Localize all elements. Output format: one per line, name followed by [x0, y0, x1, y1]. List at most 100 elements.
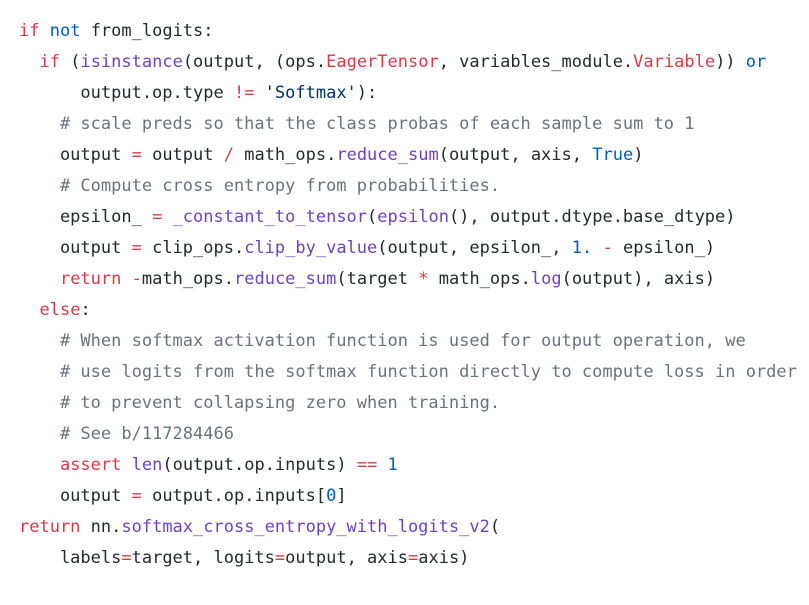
- code-token: reduce_sum: [336, 145, 439, 165]
- code-line: # When softmax activation function is us…: [19, 326, 797, 357]
- code-token: ):: [356, 83, 378, 103]
- code-token: , variables_module.: [438, 52, 634, 72]
- code-token: output: [141, 145, 224, 165]
- code-token: epsilon_): [612, 238, 716, 258]
- code-token: math_ops.: [233, 145, 337, 165]
- code-token: -: [602, 238, 613, 258]
- code-line: # See b/117284466: [19, 419, 797, 450]
- code-token: [19, 300, 39, 320]
- code-token: (output.op.inputs): [162, 455, 357, 475]
- code-token: [121, 269, 131, 289]
- code-line: output = output / math_ops.reduce_sum(ou…: [19, 140, 797, 171]
- code-token: True: [592, 145, 634, 165]
- code-token: ]: [336, 486, 347, 506]
- code-token: labels: [19, 548, 122, 568]
- code-token: from_logits:: [80, 21, 214, 41]
- code-token: # to prevent collapsing zero when traini…: [59, 393, 501, 413]
- code-token: (output, (ops.: [182, 52, 327, 72]
- code-token: output: [19, 238, 132, 258]
- code-token: ==: [356, 455, 378, 475]
- code-line: output = clip_ops.clip_by_value(output, …: [19, 233, 797, 264]
- code-token: /: [223, 145, 234, 165]
- code-token: # See b/117284466: [59, 424, 234, 444]
- code-token: softmax_cross_entropy_with_logits_v2: [121, 517, 490, 537]
- code-token: clip_ops.: [141, 238, 245, 258]
- code-token: (output, axis,: [438, 145, 593, 165]
- code-line: assert len(output.op.inputs) == 1: [19, 450, 797, 481]
- code-token: -: [131, 269, 142, 289]
- code-token: math_ops.: [428, 269, 531, 289]
- code-token: [19, 52, 39, 72]
- code-token: ): [633, 145, 644, 165]
- code-token: (target: [336, 269, 419, 289]
- code-line: output = output.op.inputs[0]: [19, 481, 797, 512]
- code-token: assert: [59, 455, 122, 475]
- code-token: nn.: [80, 517, 122, 537]
- code-token: target, logits: [131, 548, 275, 568]
- code-token: =: [131, 486, 142, 506]
- code-token: 1: [387, 455, 398, 475]
- code-token: _constant_to_tensor: [172, 207, 368, 227]
- code-line: return -math_ops.reduce_sum(target * mat…: [19, 264, 797, 295]
- code-line: if not from_logits:: [19, 16, 797, 47]
- code-token: axis): [418, 548, 470, 568]
- code-token: epsilon_: [19, 207, 153, 227]
- code-token: output.op.inputs[: [141, 486, 327, 506]
- code-token: clip_by_value: [244, 238, 378, 258]
- code-token: not: [49, 21, 81, 41]
- code-token: # Compute cross entropy from probabiliti…: [59, 176, 501, 196]
- code-line: else:: [19, 295, 797, 326]
- code-line: # to prevent collapsing zero when traini…: [19, 388, 797, 419]
- code-token: [19, 269, 60, 289]
- code-token: Variable: [633, 52, 716, 72]
- code-token: =: [152, 207, 163, 227]
- code-token: [19, 362, 60, 382]
- code-token: (output, epsilon_,: [377, 238, 572, 258]
- code-token: return: [59, 269, 122, 289]
- code-token: [19, 331, 60, 351]
- code-line: return nn.softmax_cross_entropy_with_log…: [19, 512, 797, 543]
- code-token: else: [39, 300, 81, 320]
- code-line: # scale preds so that the class probas o…: [19, 109, 797, 140]
- code-line: output.op.type != 'Softmax'):: [19, 78, 797, 109]
- code-token: 1.: [571, 238, 593, 258]
- code-token: =: [274, 548, 286, 568]
- code-token: epsilon: [377, 207, 449, 227]
- code-token: 'Softmax': [264, 83, 357, 103]
- code-token: [19, 455, 60, 475]
- code-token: :: [80, 300, 91, 320]
- code-token: EagerTensor: [326, 52, 439, 72]
- code-token: # scale preds so that the class probas o…: [59, 114, 695, 134]
- code-token: [19, 114, 60, 134]
- code-line: if (isinstance(output, (ops.EagerTensor,…: [19, 47, 797, 78]
- code-token: *: [418, 269, 429, 289]
- code-token: =: [131, 238, 142, 258]
- code-token: )): [715, 52, 746, 72]
- code-token: =: [407, 548, 419, 568]
- code-token: return: [19, 517, 81, 537]
- code-token: log: [530, 269, 562, 289]
- code-token: len: [131, 455, 163, 475]
- code-token: (), output.dtype.base_dtype): [448, 207, 736, 227]
- code-token: [377, 455, 387, 475]
- code-token: =: [131, 145, 142, 165]
- code-token: =: [121, 548, 132, 568]
- code-token: (: [489, 517, 501, 537]
- code-token: output: [19, 145, 132, 165]
- code-token: if: [19, 21, 40, 41]
- code-line: # Compute cross entropy from probabiliti…: [19, 171, 797, 202]
- code-token: # When softmax activation function is us…: [59, 331, 746, 351]
- code-block: if not from_logits: if (isinstance(outpu…: [19, 16, 797, 574]
- code-token: math_ops.: [141, 269, 234, 289]
- code-token: (output), axis): [561, 269, 716, 289]
- code-token: if: [39, 52, 60, 72]
- code-token: output.op.type: [19, 83, 234, 103]
- code-token: output: [19, 486, 132, 506]
- code-line: epsilon_ = _constant_to_tensor(epsilon()…: [19, 202, 797, 233]
- code-token: reduce_sum: [234, 269, 337, 289]
- code-token: [19, 393, 60, 413]
- code-line: labels=target, logits=output, axis=axis): [19, 543, 797, 574]
- code-token: [592, 238, 602, 258]
- code-token: 0: [326, 486, 337, 506]
- code-token: [162, 207, 172, 227]
